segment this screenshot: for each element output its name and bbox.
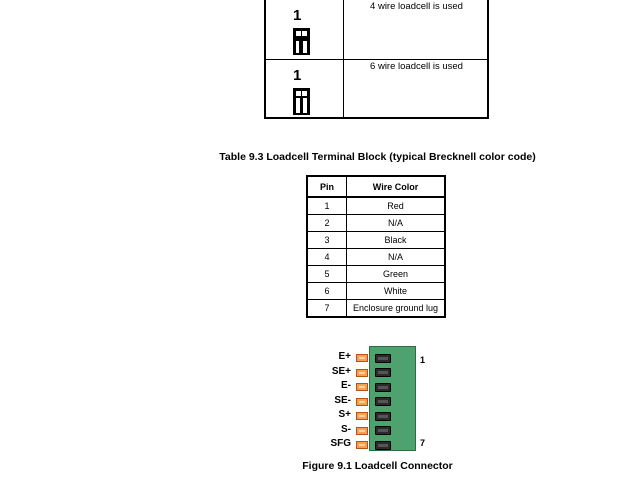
screw-slot [375,397,391,406]
screw-slot [375,411,391,421]
terminal-pin [356,397,368,406]
screw-slot [375,440,391,450]
jumper-installed-diagram: 1 [286,7,326,57]
column-divider [343,0,344,117]
table-header-row: Pin Wire Color [306,175,446,198]
wire-color-cell: Enclosure ground lug [346,299,446,318]
table-row: 7 Enclosure ground lug [306,299,446,318]
row-divider [266,59,487,60]
table-caption: Table 9.3 Loadcell Terminal Block (typic… [219,151,536,163]
pin-label: E- [341,380,351,391]
screw-slot [375,382,391,392]
terminal-pin [356,412,368,420]
pin-label: SFG [330,438,351,449]
terminal-pin [356,383,368,391]
terminal-block-table: Pin Wire Color 1 Red 2 N/A 3 Black 4 N/A… [306,175,446,318]
pin-label: E+ [338,351,351,362]
pin-cell: 7 [306,299,347,318]
jumper-description: 4 wire loadcell is used [370,1,463,12]
pin-label: SE- [334,394,351,406]
jumper-installed-icon [293,28,310,55]
pin-label: SE+ [331,365,351,377]
table-row: 6 White [306,282,446,300]
jumper-pin-number: 1 [293,7,302,24]
jumper-removed-diagram: 1 [286,67,326,117]
screw-slot [375,353,391,363]
last-pin-number: 7 [420,438,426,448]
wire-color-cell: White [346,282,446,300]
terminal-pin [356,354,368,362]
pin-label: S+ [338,409,351,420]
jumper-settings-table: 1 4 wire loadcell is used 1 6 wire loadc… [264,0,489,119]
pin-label: S- [341,423,351,435]
column-header-wire-color: Wire Color [346,175,446,198]
jumper-pin-number: 1 [293,67,302,84]
table-row: 3 Black [306,231,446,249]
jumper-removed-icon [293,88,310,115]
first-pin-number: 1 [420,355,426,365]
table-row: 4 N/A [306,248,446,266]
terminal-pin [356,426,368,435]
terminal-pin [356,368,368,377]
figure-caption: Figure 9.1 Loadcell Connector [302,460,453,472]
screw-slot [375,426,391,435]
screw-slot [375,368,391,377]
terminal-pin [356,441,368,449]
jumper-description: 6 wire loadcell is used [370,61,463,72]
